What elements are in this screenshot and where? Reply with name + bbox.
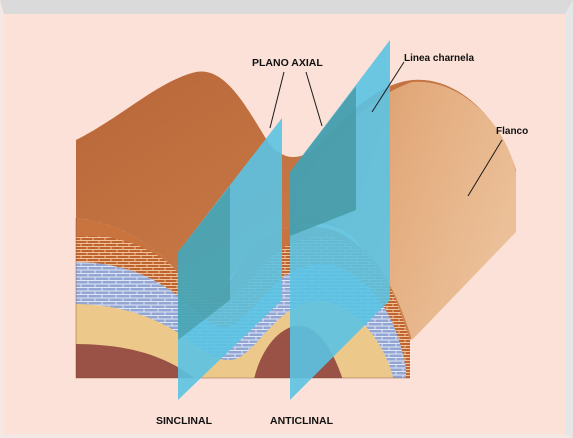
label-flanco: Flanco — [496, 126, 528, 137]
label-linea-charnela: Linea charnela — [404, 53, 474, 64]
label-sinclinal: SINCLINAL — [156, 415, 213, 427]
label-anticlinal: ANTICLINAL — [270, 415, 334, 427]
label-plano-axial: PLANO AXIAL — [252, 57, 323, 69]
